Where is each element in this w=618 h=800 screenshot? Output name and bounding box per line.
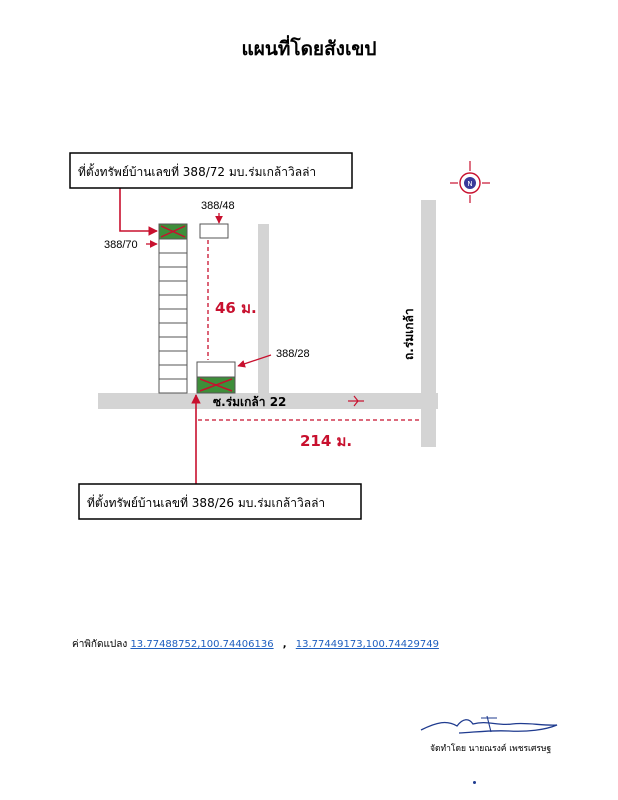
coordinates-line: ค่าพิกัดแปลง 13.77488752,100.74406136 , … bbox=[72, 637, 439, 652]
callout-top-text: ที่ตั้งทรัพย์บ้านเลขที่ 388/72 มบ.ร่มเกล… bbox=[78, 163, 316, 179]
road-marker-icon bbox=[348, 395, 364, 407]
house-388-48 bbox=[199, 223, 229, 239]
coordinate-link-1[interactable]: 13.77488752,100.74406136 bbox=[130, 639, 274, 650]
soi-road-label: ซ.ร่มเกล้า 22 bbox=[213, 395, 286, 409]
plot-388-72-cross bbox=[160, 225, 186, 238]
coordinates-label: ค่าพิกัดแปลง bbox=[72, 639, 128, 650]
callout-bottom-text: ที่ตั้งทรัพย์บ้านเลขที่ 388/26 มบ.ร่มเกล… bbox=[87, 494, 325, 510]
distance-vertical-label: 46 ม. bbox=[215, 299, 257, 317]
house-388-28 bbox=[196, 361, 236, 378]
compass-letter: N bbox=[467, 180, 472, 188]
signature-image bbox=[420, 715, 558, 734]
label-388-28: 388/28 bbox=[276, 348, 310, 360]
north-compass-icon: N bbox=[450, 161, 490, 203]
page-title: แผนที่โดยสังเขป bbox=[241, 38, 377, 60]
prepared-by: จัดทำโดย นายณรงค์ เพชรเศรษฐ bbox=[430, 744, 552, 754]
main-road-label: ถ.ร่มเกล้า bbox=[402, 308, 416, 360]
ink-dot bbox=[473, 781, 476, 784]
callout-top-box bbox=[69, 152, 353, 189]
label-388-48: 388/48 bbox=[201, 200, 235, 212]
distance-horizontal-label: 214 ม. bbox=[300, 432, 352, 450]
plot-388-26-cross bbox=[199, 378, 233, 392]
main-road bbox=[421, 200, 436, 447]
label-388-70: 388/70 bbox=[104, 239, 138, 251]
callout-bottom-box bbox=[78, 483, 362, 520]
arrow-388-72 bbox=[119, 188, 158, 236]
coordinates-separator: , bbox=[282, 639, 287, 650]
arrow-388-28 bbox=[237, 354, 272, 368]
coordinate-link-2[interactable]: 13.77449173,100.74429749 bbox=[295, 639, 439, 650]
side-lane bbox=[258, 224, 269, 394]
row-houses bbox=[158, 223, 188, 394]
soi-road bbox=[98, 393, 438, 409]
